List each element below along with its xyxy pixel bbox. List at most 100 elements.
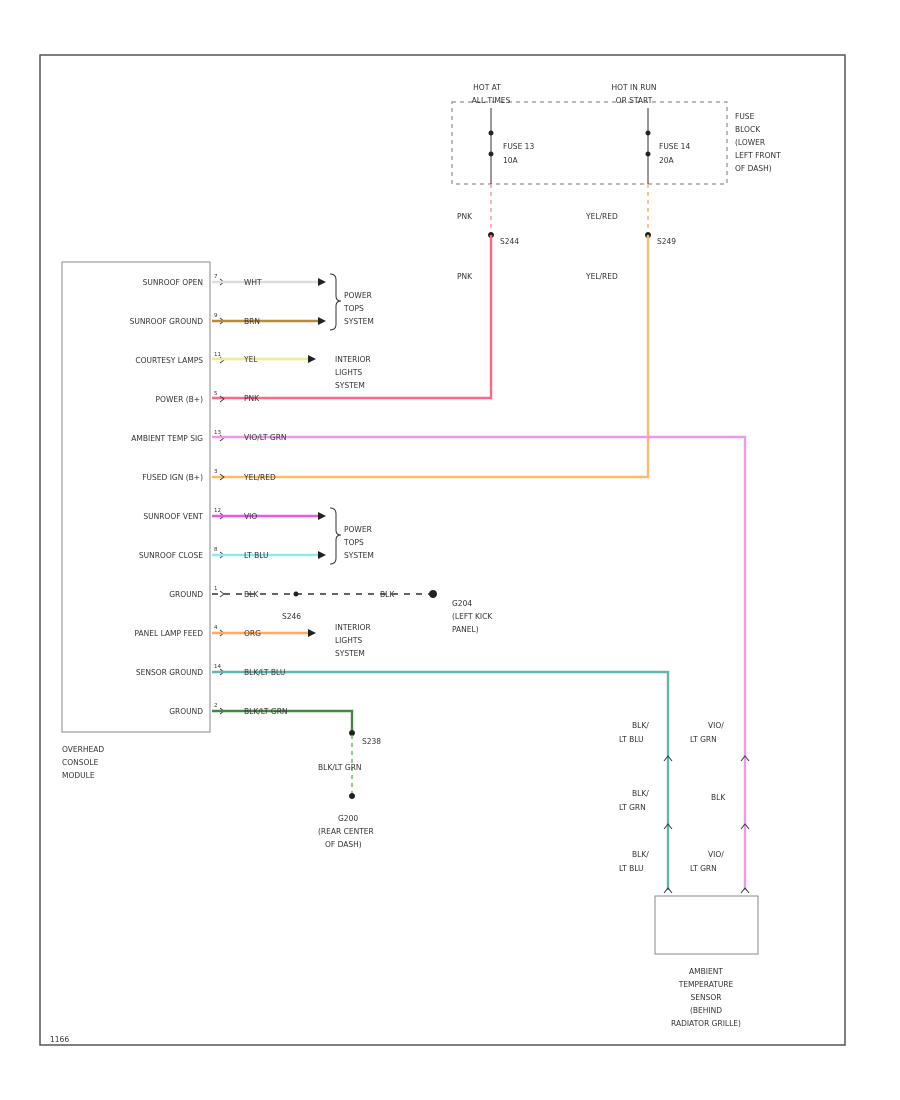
fuse13-terminal-top (488, 130, 494, 136)
fuse14-terminal-bottom (645, 151, 651, 157)
fuse14-terminal-top (645, 130, 651, 136)
interior-lights-label-2c: SYSTEM (335, 649, 365, 658)
g200-wire-label-1: BLK/LT GRN (318, 763, 362, 772)
brn-arrow (318, 317, 326, 325)
sensor-left-wire-mid-1: BLK/ (632, 789, 649, 798)
sensor-left-wire-bottom-2: LT BLU (619, 864, 644, 873)
blk-connector-dot (293, 591, 299, 597)
fuse-block: HOT AT ALL TIMES HOT IN RUN OR START FUS… (451, 83, 781, 185)
blk-wire-label-2: BLK (380, 590, 395, 599)
sensor-right-wire-bottom-2: LT GRN (690, 864, 717, 873)
yelred-wire (212, 235, 650, 479)
g204-ground-dot (429, 590, 437, 598)
module-pin-label: FUSED IGN (B+) (142, 473, 203, 482)
fuse13-terminal-bottom (488, 151, 494, 157)
hot-at-all-times-label-1: HOT AT (473, 83, 501, 92)
power-tops-label-1a: POWER (344, 291, 372, 300)
vio-arrow (318, 512, 326, 520)
fuse14-label-1: FUSE 14 (659, 142, 690, 151)
yel-wire-label: YEL (243, 355, 258, 364)
module-pin-label: COURTESY LAMPS (135, 356, 203, 365)
brn-wire-label: BRN (244, 317, 260, 326)
module-pin-number: 3 (214, 469, 218, 475)
sensor-name-3: SENSOR (691, 993, 722, 1002)
lt-blu-wire-label: LT BLU (244, 551, 269, 560)
org-wire-label: ORG (244, 629, 261, 638)
power-tops-label-2b: TOPS (343, 538, 364, 547)
sensor-right-wire-top-2: LT GRN (690, 735, 717, 744)
sensor-name-1: AMBIENT (689, 967, 723, 976)
sensor-name-4: (BEHIND (690, 1006, 722, 1015)
fuse-block-outline (451, 101, 728, 185)
sensor-left-wire-top-2: LT BLU (619, 735, 644, 744)
module-pin-label: PANEL LAMP FEED (134, 629, 203, 638)
g204-label-3: PANEL) (452, 625, 479, 634)
pnk-wire (212, 235, 493, 400)
module-pin-number: 1 (214, 586, 218, 592)
module-pin-label: GROUND (169, 707, 203, 716)
module-pin-label: SUNROOF GROUND (130, 317, 204, 326)
fuse14-label-2: 20A (659, 156, 675, 165)
splice-s238-label: S238 (362, 737, 381, 746)
power-tops-label-1b: TOPS (343, 304, 364, 313)
module-name-2: CONSOLE (62, 758, 99, 767)
module-pin-number: 13 (214, 430, 221, 436)
hot-in-run-label-2: OR START (616, 96, 653, 105)
pnk-label-lower: PNK (457, 272, 473, 281)
sensor-left-wire-top-1: BLK/ (632, 721, 649, 730)
diagram-border (39, 54, 846, 1046)
g200-label-1: G200 (338, 814, 358, 823)
module-name-1: OVERHEAD (62, 745, 104, 754)
fuse13-label-1: FUSE 13 (503, 142, 534, 151)
yel-arrow (308, 355, 316, 363)
fuse-block-label-4: LEFT FRONT (735, 151, 781, 160)
module-pin-label: AMBIENT TEMP SIG (131, 434, 203, 443)
hot-in-run-label-1: HOT IN RUN (611, 83, 656, 92)
wht-wire-label: WHT (244, 278, 262, 287)
power-tops-bracket-1 (329, 273, 342, 331)
module-pin-number: 11 (214, 352, 221, 358)
interior-lights-label-1a: INTERIOR (335, 355, 371, 364)
module-pin-arrow (219, 473, 225, 481)
blk-lt-grn-module-label: BLK/LT GRN (244, 707, 288, 716)
sensor-left-wire-bottom-1: BLK/ (632, 850, 649, 859)
module-pin-arrow (219, 590, 225, 598)
module-pin-number: 5 (214, 391, 218, 397)
sensor-name-5: RADIATOR GRILLE) (671, 1019, 741, 1028)
fuse-block-label-2: BLOCK (735, 125, 761, 134)
g204-label-2: (LEFT KICK (452, 612, 493, 621)
lt-blu-arrow (318, 551, 326, 559)
power-tops-bracket-2 (329, 507, 342, 565)
module-pin-number: 7 (214, 274, 218, 280)
power-tops-label-1c: SYSTEM (344, 317, 374, 326)
vio-wire-label: VIO (244, 512, 257, 521)
sensor-connectors (663, 755, 750, 894)
module-pin-number: 8 (214, 547, 218, 553)
module-pin-number: 9 (214, 313, 218, 319)
yelred-label-lower: YEL/RED (585, 272, 618, 281)
g200-label-2: (REAR CENTER (318, 827, 374, 836)
blk-wire-label-1: BLK (244, 590, 259, 599)
blk-lt-blu-wire (212, 670, 670, 890)
vio-lt-grn-wire (212, 435, 747, 890)
interior-lights-label-2b: LIGHTS (335, 636, 362, 645)
ambient-temp-sensor-box (654, 895, 759, 955)
g200-ground-dot (349, 793, 355, 799)
pnk-label-upper: PNK (457, 212, 473, 221)
g204-label-1: G204 (452, 599, 472, 608)
splice-s246-label: S246 (282, 612, 301, 621)
yelred-label-upper: YEL/RED (585, 212, 618, 221)
module-pin-arrow (219, 395, 225, 403)
module-pin-number: 12 (214, 508, 221, 514)
module-pin-label: SENSOR GROUND (136, 668, 203, 677)
interior-lights-label-1b: LIGHTS (335, 368, 362, 377)
module-pin-label: GROUND (169, 590, 203, 599)
module-pin-number: 14 (214, 664, 221, 670)
sensor-name-2: TEMPERATURE (678, 980, 734, 989)
sensor-left-wire-mid-2: LT GRN (619, 803, 646, 812)
fuse-block-label-3: (LOWER (735, 138, 765, 147)
fuse13-label-2: 10A (503, 156, 519, 165)
wht-arrow (318, 278, 326, 286)
